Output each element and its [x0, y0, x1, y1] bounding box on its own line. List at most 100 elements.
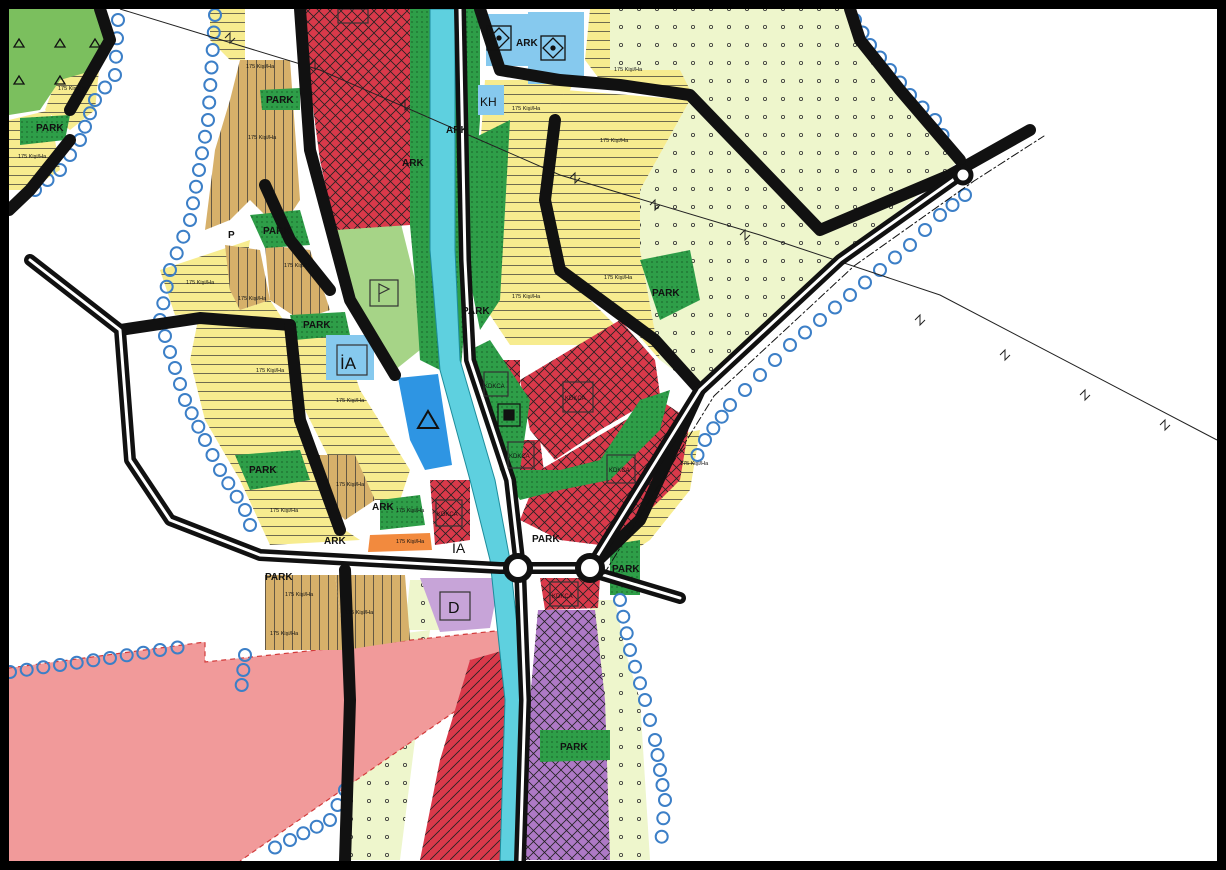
boundary-circle [158, 329, 172, 343]
park-label: PARK [249, 465, 277, 476]
density-label: 175 Kişi/Ha [396, 539, 425, 545]
boundary-circle [296, 826, 311, 841]
boundary-circle [945, 198, 960, 212]
boundary-circle [858, 275, 872, 290]
park-label: PARK [36, 123, 64, 134]
boundary-circle [616, 609, 631, 624]
boundary-circle [933, 208, 947, 222]
boundary-circle [903, 238, 917, 252]
density-label: 175 Kişi/Ha [256, 368, 285, 374]
boundary-circle [202, 95, 217, 110]
boundary-circle [633, 676, 647, 691]
boundary-circle [698, 433, 712, 447]
boundary-circle [19, 662, 34, 677]
park-label: PARK [612, 564, 640, 575]
density-label: 175 Kişi/Ha [336, 398, 365, 404]
facility-triangle-icon [416, 409, 440, 429]
boundary-circle [184, 406, 199, 421]
density-label: 175 Kişi/Ha [604, 275, 633, 281]
density-label: 175 Kişi/Ha [345, 610, 374, 616]
boundary-circle [192, 163, 206, 177]
park-label-partial: ARK [446, 125, 468, 136]
boundary-circle [613, 593, 627, 607]
boundary-circle [798, 325, 812, 340]
boundary-circle [156, 296, 171, 311]
ia-block [326, 335, 374, 380]
boundary-circle [206, 25, 221, 40]
boundary-circle [706, 421, 721, 436]
density-label: 175 Kişi/Ha [246, 64, 275, 70]
density-label: 175 Kişi/Ha [238, 296, 267, 302]
park-label: PARK [462, 306, 490, 317]
boundary-circle [204, 60, 219, 75]
density-label: 175 Kişi/Ha [248, 135, 277, 141]
boundary-circle [78, 119, 92, 134]
boundary-circle [958, 188, 972, 202]
park-label-partial: ARK [516, 38, 538, 49]
boundary-circle [234, 678, 249, 692]
boundary-circle [159, 279, 174, 294]
boundary-circle [888, 250, 902, 265]
roundabouts [503, 164, 974, 583]
ia-label: İA [340, 354, 357, 373]
boundary-circle [205, 448, 220, 462]
density-label: 175 Kişi/Ha [270, 631, 299, 637]
boundary-circle [648, 733, 662, 747]
boundary-circle [168, 361, 182, 375]
boundary-circle [53, 163, 67, 177]
boundary-circle [323, 813, 337, 827]
boundary-circle [738, 383, 752, 397]
boundary-circle [283, 833, 297, 847]
boundary-circle [229, 489, 244, 504]
boundary-circle [111, 13, 125, 27]
commercial-label: KDKCA [609, 468, 630, 474]
kh-block [478, 85, 504, 115]
boundary-circle [690, 448, 705, 462]
boundary-circle [653, 763, 667, 777]
boundary-circle [163, 345, 177, 359]
boundary-circle [203, 78, 218, 92]
park-label: PARK [266, 95, 294, 106]
boundary-circle [918, 223, 932, 237]
boundary-circle [109, 49, 123, 64]
boundary-circle [723, 398, 737, 412]
density-label: 175 Kişi/Ha [512, 106, 541, 112]
boundary-circle [69, 655, 84, 670]
boundary-circle [103, 651, 117, 665]
density-label: 175 Kişi/Ha [285, 592, 314, 598]
boundary-circle [628, 659, 642, 674]
boundary-circle [189, 179, 203, 194]
boundary-circle [205, 43, 220, 57]
boundary-circle [191, 419, 206, 434]
road-network [9, 9, 1045, 861]
density-label: 175 Kişi/Ha [396, 508, 425, 514]
boundary-circle [236, 663, 251, 677]
park-label: PARK [263, 226, 291, 237]
boundary-circle [186, 196, 200, 211]
boundary-circle [53, 658, 67, 672]
boundary-circle [768, 353, 782, 367]
boundary-circle [170, 640, 185, 655]
boundary-circle [658, 793, 672, 807]
boundary-circle [201, 113, 215, 127]
boundary-circle [828, 300, 842, 315]
density-label: 175 Kişi/Ha [336, 482, 365, 488]
commercial-label: KDKCA [509, 454, 530, 460]
orange-facility-icon [497, 403, 521, 427]
density-label: 175 Kişi/Ha [186, 280, 215, 286]
boundary-circle [208, 9, 222, 22]
flag-icon [369, 279, 399, 307]
boundary-circle [198, 433, 212, 447]
boundary-circle [119, 648, 134, 663]
boundary-circle [9, 665, 17, 679]
boundary-circle [623, 643, 637, 657]
canal [429, 9, 526, 861]
park-label-partial: P [228, 230, 235, 241]
boundary-circle [714, 409, 729, 424]
boundary-circle [198, 129, 212, 144]
boundary-circle [753, 368, 767, 382]
boundary-circle [36, 660, 51, 675]
park-label-partial: ARK [324, 536, 346, 547]
boundary-circle [173, 377, 187, 391]
commercial-label: KDKCA [484, 384, 505, 390]
